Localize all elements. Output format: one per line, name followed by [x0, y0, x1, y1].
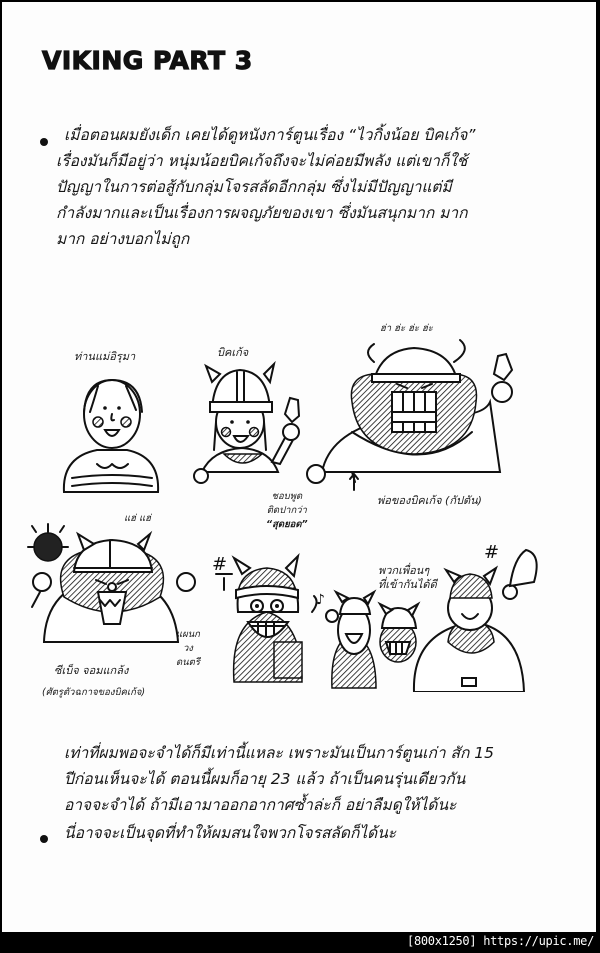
rival-figure: [27, 523, 196, 643]
label-father: พ่อของบิคเก้จ (กัปตัน): [377, 494, 482, 507]
footer-source-text: [800x1250] https://upic.me/: [407, 934, 594, 948]
label-music-dept: แผนก วง ดนตรี: [176, 629, 200, 668]
sparkle-icon: #: [484, 542, 499, 563]
friend-figure-1: [325, 589, 377, 689]
intro-line: เมื่อตอนผมยังเด็ก เคยได้ดูหนังการ์ตูนเรื…: [64, 126, 476, 144]
bullet-dot: [40, 835, 48, 843]
intro-line: มาก อย่างบอกไม่ถูก: [56, 230, 190, 248]
page-title: VIKING PART 3: [41, 45, 253, 75]
label-laugh: ฮ่า ฮ่ะ ฮ่ะ ฮ่ะ: [380, 323, 433, 334]
bullet-dot: [40, 138, 48, 146]
label-bikke: บิคเก้จ: [217, 346, 249, 359]
character-illustrations: ♪ # #: [27, 339, 538, 692]
closing-line: อาจจะจำได้ ถ้ามีเอามาออกอากาศซ้ำล่ะก็ อย…: [64, 796, 457, 814]
closing-paragraph: เท่าที่ผมพอจะจำได้ก็มีเท่านี้แหละ เพราะม…: [64, 740, 564, 818]
bikke-figure: [193, 360, 301, 484]
closing-line: ปีก่อนเห็นจะได้ ตอนนี้ผมก็อายุ 23 แล้ว ถ…: [64, 770, 466, 788]
intro-line: เรื่องมันก็มีอยู่ว่า หนุ่มน้อยบิคเก้จถึง…: [56, 152, 468, 170]
music-note-icon: ♪: [316, 592, 325, 608]
friend-figure-2: [377, 601, 421, 663]
friend-figure-big: [412, 548, 538, 692]
musician-figure: [215, 552, 318, 683]
intro-paragraph: เมื่อตอนผมยังเด็ก เคยได้ดูหนังการ์ตูนเรื…: [56, 122, 564, 252]
intro-line: ปัญญาในการต่อสู้กับกลุ่มโจรสลัดอีกกลุ่ม …: [56, 178, 452, 196]
label-hehe: แฮ่ แฮ่: [124, 513, 151, 524]
intro-line: กำลังมากและเป็นเรื่องการผจญภัยของเขา ซึ่…: [56, 204, 468, 222]
label-friends: พวกเพื่อนๆ ที่เข้ากันได้ดี: [378, 564, 437, 591]
father-figure: [306, 339, 514, 491]
footer-bar: [0, 932, 600, 953]
closing-line: เท่าที่ผมพอจะจำได้ก็มีเท่านี้แหละ เพราะม…: [64, 744, 494, 762]
label-rival-desc: (ศัตรูตัวฉกาจของบิคเก้จ): [42, 687, 146, 698]
final-bullet-text: นี่อาจจะเป็นจุดที่ทำให้ผมสนใจพวกโจรสลัดก…: [64, 824, 397, 842]
sparkle-icon: #: [212, 554, 227, 575]
manga-page: VIKING PART 3 เมื่อตอนผมยังเด็ก เคยได้ดู…: [2, 2, 596, 932]
label-mother: ท่านแม่อิรุมา: [74, 350, 136, 363]
label-rival-name: ซีเบ็จ จอมแกล้ง: [54, 664, 129, 677]
mother-figure: [62, 379, 160, 493]
label-dad-note: ชอบพูด ติดปากว่า “สุดยอด”: [266, 491, 308, 530]
